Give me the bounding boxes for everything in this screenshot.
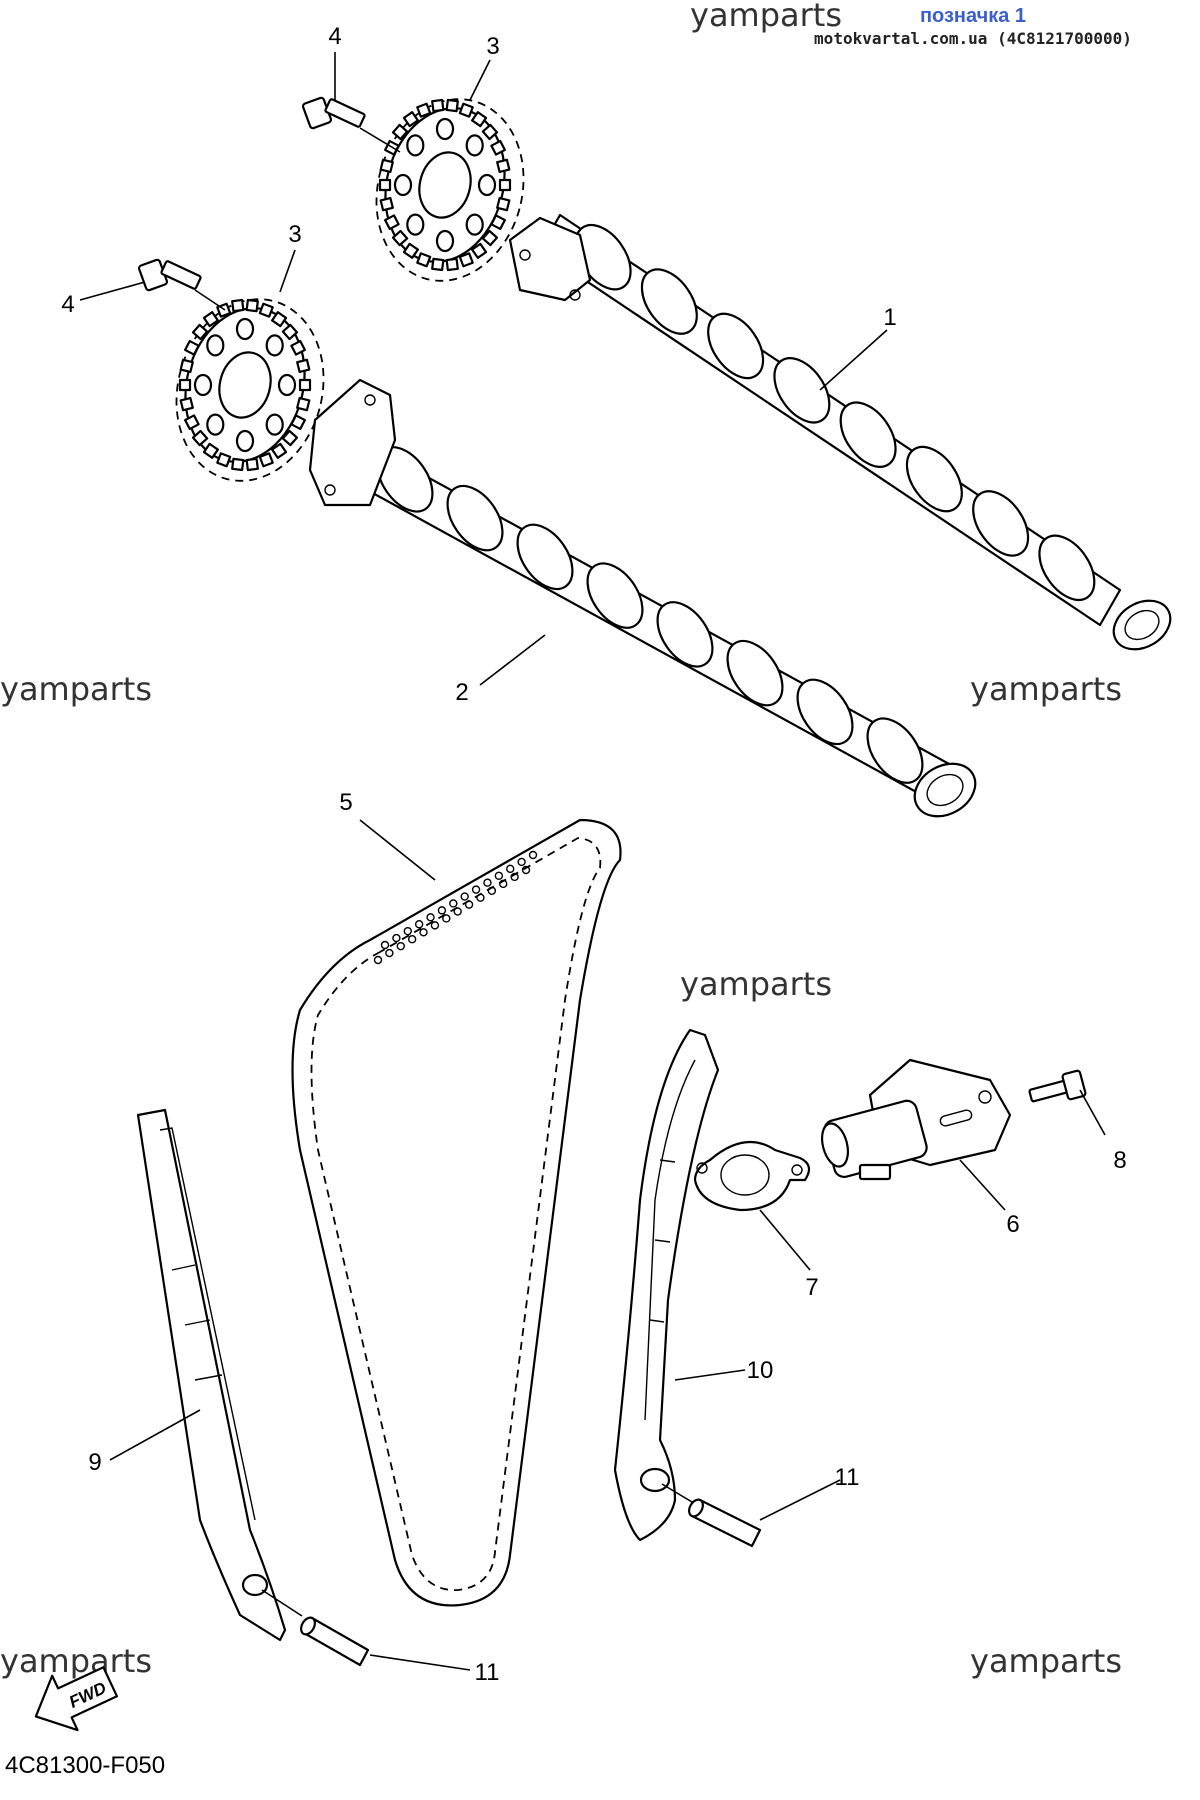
callout-7: 7 <box>805 1274 818 1301</box>
chain-guide-9 <box>136 1108 287 1642</box>
cam-sprocket-lower <box>175 298 325 482</box>
callout-4-lower: 4 <box>61 291 74 318</box>
guide-pin-lower <box>261 1589 370 1667</box>
tensioner-bolt <box>1028 1069 1087 1103</box>
guide-pin-upper <box>661 1483 762 1548</box>
callout-1: 1 <box>883 304 896 331</box>
callout-4-upper: 4 <box>328 23 341 50</box>
leader-lines <box>79 52 1106 1671</box>
callout-6: 6 <box>1006 1211 1019 1238</box>
chain-guide-10 <box>613 1028 720 1542</box>
chain-tensioner <box>820 1058 1012 1181</box>
callout-2: 2 <box>455 679 468 706</box>
watermark-left-mid: yamparts <box>0 670 152 708</box>
watermark-right-bottom: yamparts <box>970 1642 1122 1680</box>
watermark-top: yamparts <box>690 0 842 34</box>
cam-sprocket-upper <box>375 98 525 282</box>
callout-10: 10 <box>747 1357 774 1384</box>
cam-chain <box>291 818 622 1607</box>
callout-11-lower: 11 <box>475 1659 500 1686</box>
camshaft-1 <box>508 213 1172 651</box>
callout-8: 8 <box>1113 1147 1126 1174</box>
watermark-right-mid: yamparts <box>970 670 1122 708</box>
callout-9: 9 <box>88 1449 101 1476</box>
watermark-left-bottom: yamparts <box>0 1642 152 1680</box>
sprocket-bolt-upper <box>301 96 401 153</box>
sprocket-bolt-lower <box>137 258 226 311</box>
tensioner-gasket <box>693 1140 811 1212</box>
callout-3-upper: 3 <box>486 33 499 60</box>
source-site: motokvartal.com.ua (4C8121700000) <box>814 29 1132 48</box>
camshaft-2 <box>308 378 977 818</box>
reference-label: позначка 1 <box>920 5 1026 27</box>
callout-3-lower: 3 <box>288 221 301 248</box>
callout-11-upper: 11 <box>835 1464 860 1491</box>
watermark-center: yamparts <box>680 965 832 1003</box>
callout-5: 5 <box>339 789 352 816</box>
diagram-code: 4C81300-F050 <box>5 1752 165 1779</box>
